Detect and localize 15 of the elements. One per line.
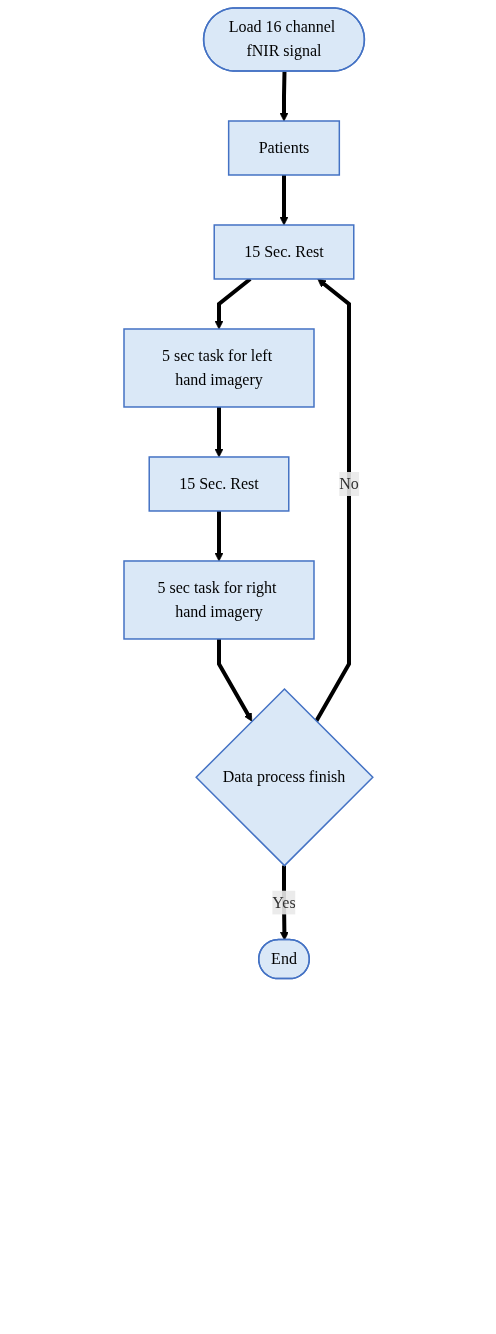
arrow bbox=[279, 175, 288, 226]
node-diamond: Data process finish bbox=[194, 687, 374, 867]
node-box: Patients bbox=[227, 120, 340, 176]
node-box: 15 Sec. Rest bbox=[213, 224, 355, 280]
arrow bbox=[214, 407, 223, 458]
node-box: 15 Sec. Rest bbox=[148, 456, 290, 512]
arrow bbox=[314, 278, 351, 723]
arrow bbox=[214, 277, 252, 330]
node-box: 5 sec task for left hand imagery bbox=[122, 328, 315, 408]
edge-label: No bbox=[338, 474, 359, 492]
arrow bbox=[279, 71, 288, 122]
node-box: 5 sec task for right hand imagery bbox=[122, 560, 315, 640]
arrow bbox=[216, 639, 252, 722]
arrow bbox=[214, 511, 223, 562]
edge-label: Yes bbox=[271, 893, 296, 911]
